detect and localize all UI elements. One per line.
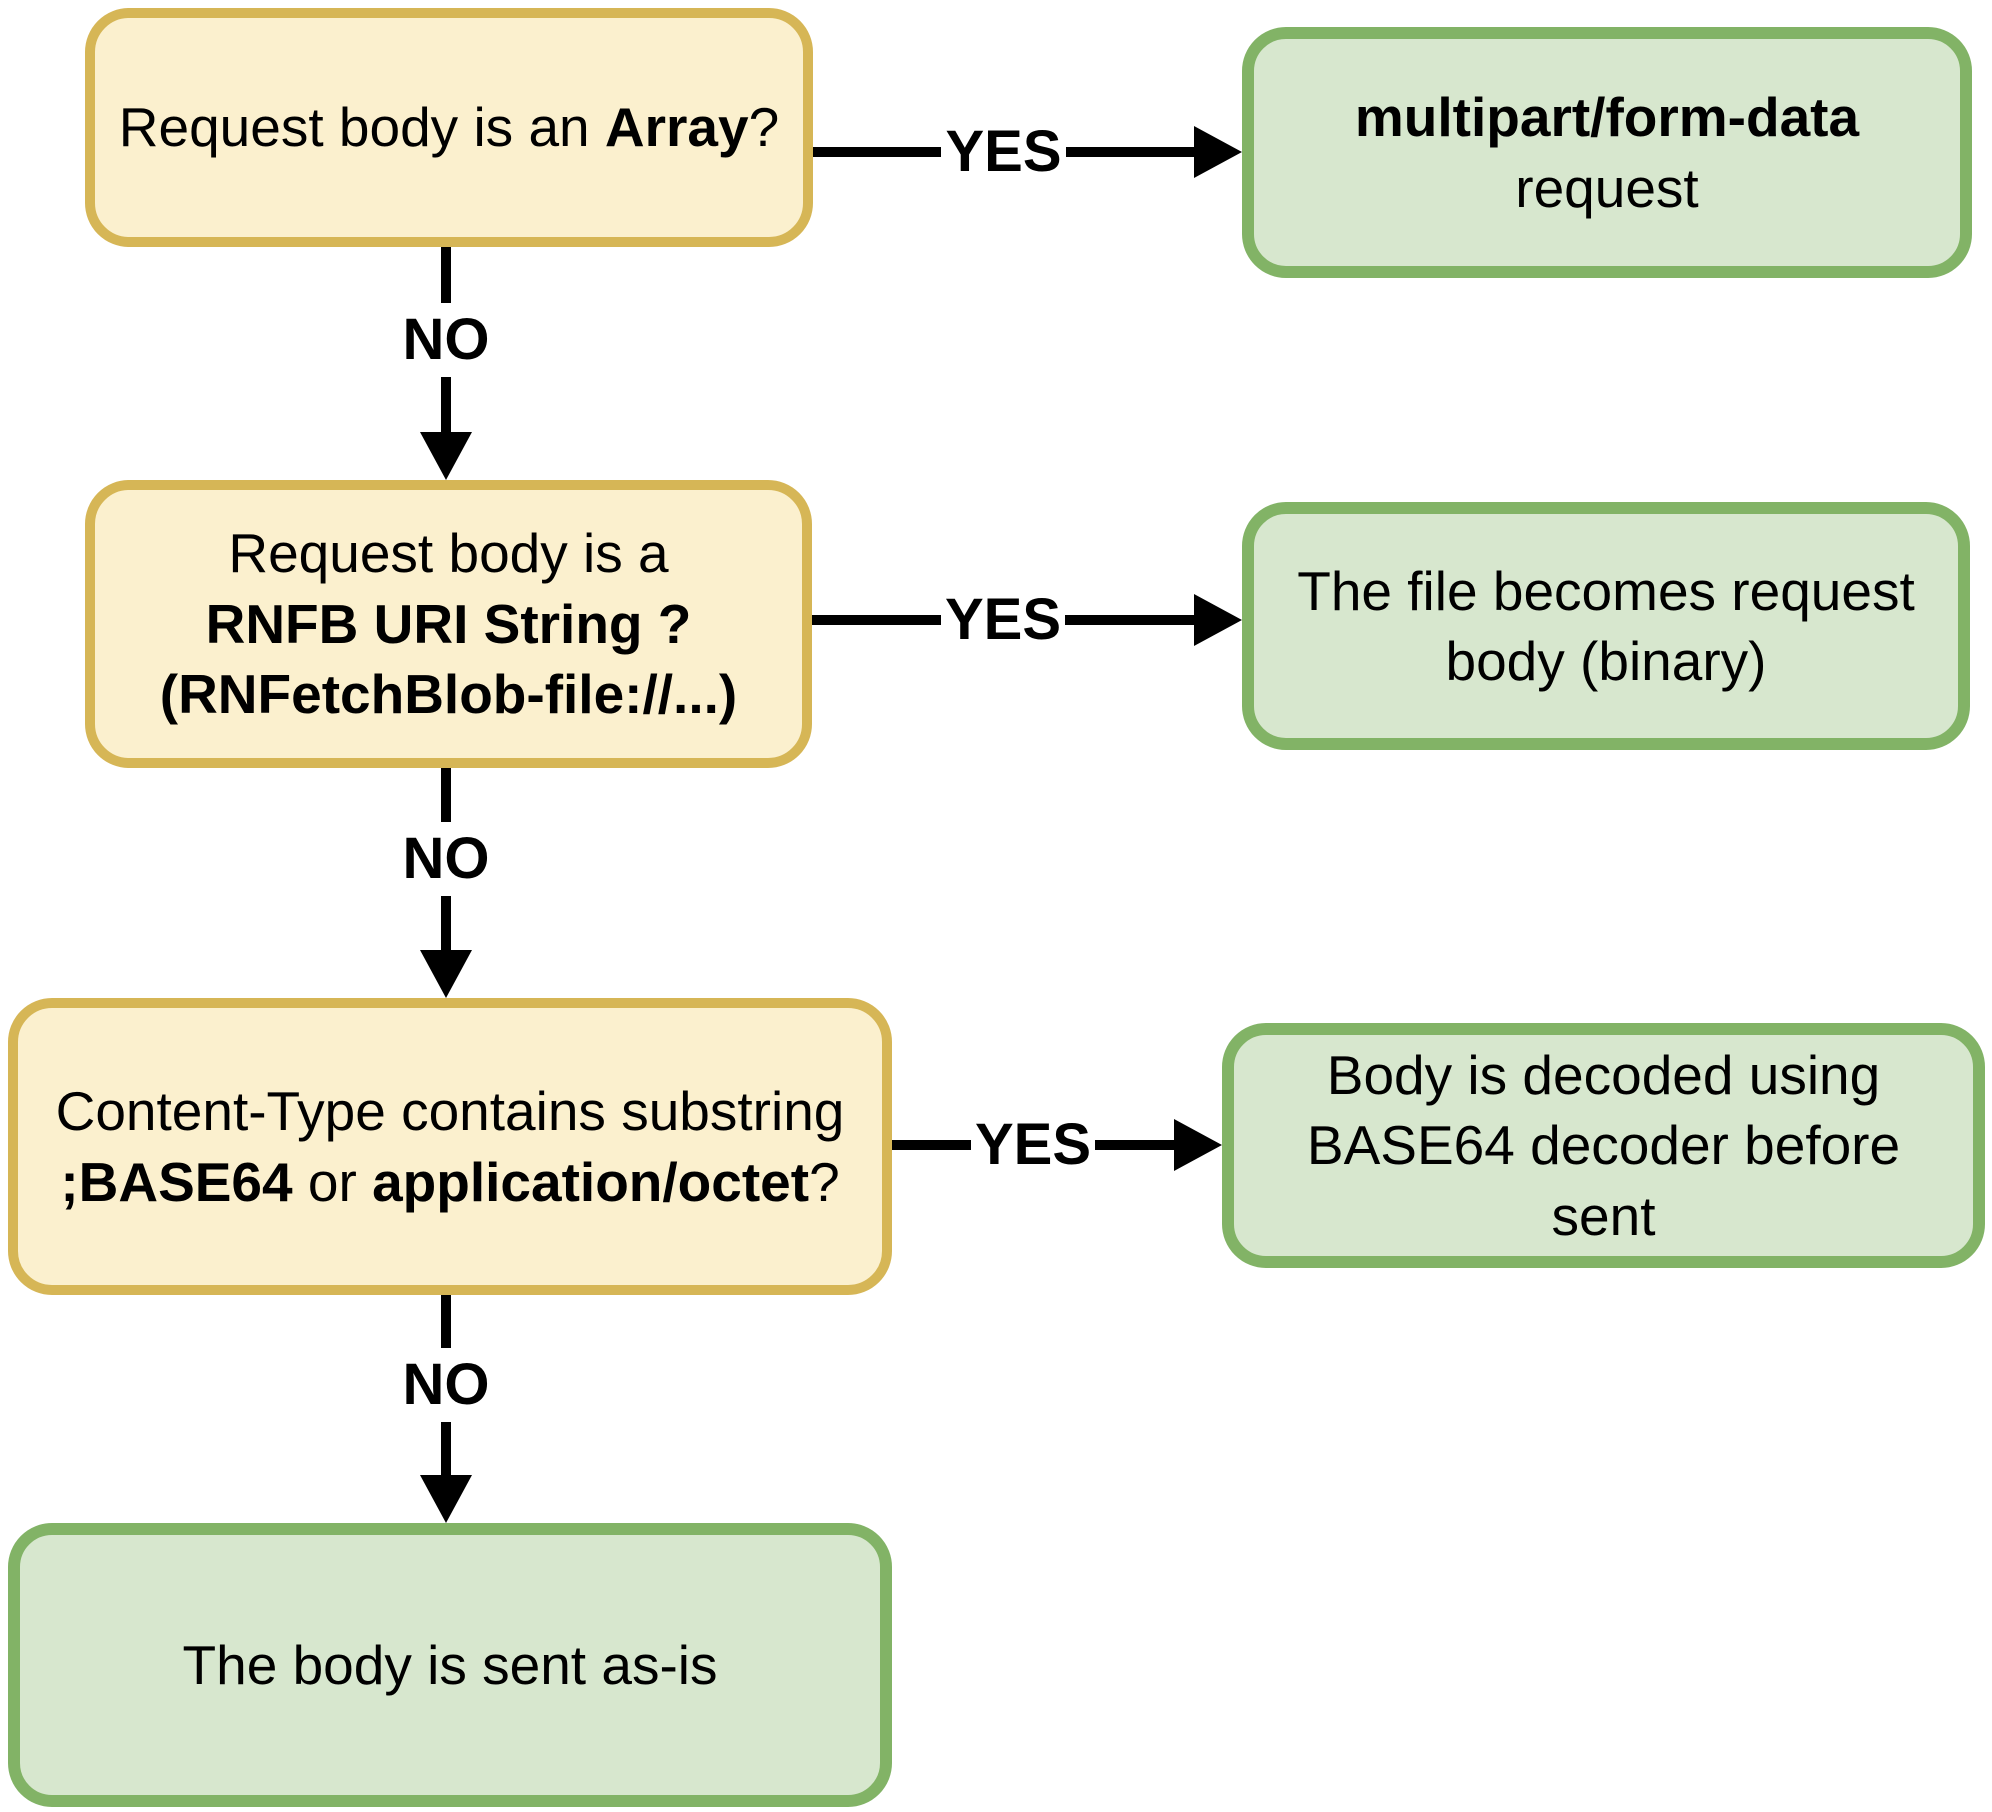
result-node-file: The file becomes request body (binary) <box>1242 502 1970 750</box>
edge-line <box>813 147 942 157</box>
edge-yes-base64: YES <box>892 1115 1222 1175</box>
result-node-asis-text: The body is sent as-is <box>163 1630 738 1700</box>
edge-yes-array: YES <box>813 122 1242 182</box>
result-node-multipart: multipart/form-data request <box>1242 27 1972 278</box>
edge-line <box>441 1422 451 1475</box>
edge-no-array: NO <box>403 247 490 480</box>
edge-line <box>441 896 451 950</box>
arrowhead-down-icon <box>420 1475 472 1523</box>
arrowhead-right-icon <box>1194 594 1242 646</box>
edge-line <box>441 768 451 822</box>
edge-line <box>1065 615 1194 625</box>
question-node-uri-text: Request body is a RNFB URI String ? (RNFet… <box>140 518 757 729</box>
result-asis-line1: The body is sent as-is <box>182 1633 718 1696</box>
no-label: NO <box>402 1352 490 1417</box>
yes-label: YES <box>944 587 1062 652</box>
question-array-text-bold: Array <box>604 96 749 159</box>
result-multipart-line1: multipart/form-data <box>1354 86 1860 149</box>
edge-line <box>892 1140 971 1150</box>
result-file-line2: body (binary) <box>1445 630 1767 692</box>
result-base64-line2: BASE64 decoder before sent <box>1306 1114 1901 1247</box>
question-node-array: Request body is an Array? <box>85 8 813 247</box>
arrowhead-right-icon <box>1194 126 1242 178</box>
question-node-uri: Request body is a RNFB URI String ? (RNFet… <box>85 480 812 768</box>
edge-no-base64: NO <box>403 1295 490 1523</box>
question-uri-line3: (RNFetchBlob-file://...) <box>159 663 738 726</box>
no-label: NO <box>402 306 490 372</box>
arrowhead-down-icon <box>420 950 472 998</box>
question-uri-line1: Request body is a <box>228 522 669 585</box>
edge-line <box>441 247 451 303</box>
edge-line <box>812 615 941 625</box>
question-base64-suffix: ? <box>809 1150 840 1213</box>
question-base64-or: or <box>292 1150 373 1213</box>
edge-line <box>1095 1140 1174 1150</box>
result-file-line1: The file becomes request <box>1297 559 1915 622</box>
edge-line <box>441 1295 451 1348</box>
yes-label: YES <box>945 119 1062 184</box>
question-array-text-regular: Request body is an <box>118 96 605 159</box>
result-node-multipart-text: multipart/form-data request <box>1335 82 1879 223</box>
question-base64-line1: Content-Type contains substring <box>55 1080 845 1143</box>
yes-label: YES <box>974 1112 1092 1177</box>
result-base64-line1: Body is decoded using <box>1326 1043 1881 1106</box>
question-node-base64: Content-Type contains substring ;BASE64 o… <box>8 998 892 1295</box>
question-node-array-text: Request body is an Array? <box>99 92 799 162</box>
edge-no-uri: NO <box>403 768 490 998</box>
question-uri-line2: RNFB URI String ? <box>205 592 692 655</box>
question-node-base64-text: Content-Type contains substring ;BASE64 o… <box>36 1076 865 1217</box>
edge-line <box>1065 147 1194 157</box>
result-node-file-text: The file becomes request body (binary) <box>1277 556 1935 697</box>
edge-line <box>441 376 451 432</box>
question-array-text-suffix: ? <box>748 96 780 159</box>
question-base64-bold1: ;BASE64 <box>60 1150 293 1213</box>
no-label: NO <box>402 826 490 891</box>
result-node-asis: The body is sent as-is <box>8 1523 892 1807</box>
arrowhead-right-icon <box>1174 1119 1222 1171</box>
edge-yes-uri: YES <box>812 590 1242 650</box>
result-multipart-line2: request <box>1515 156 1699 219</box>
question-base64-bold2: application/octet <box>372 1150 810 1213</box>
arrowhead-down-icon <box>420 432 472 480</box>
